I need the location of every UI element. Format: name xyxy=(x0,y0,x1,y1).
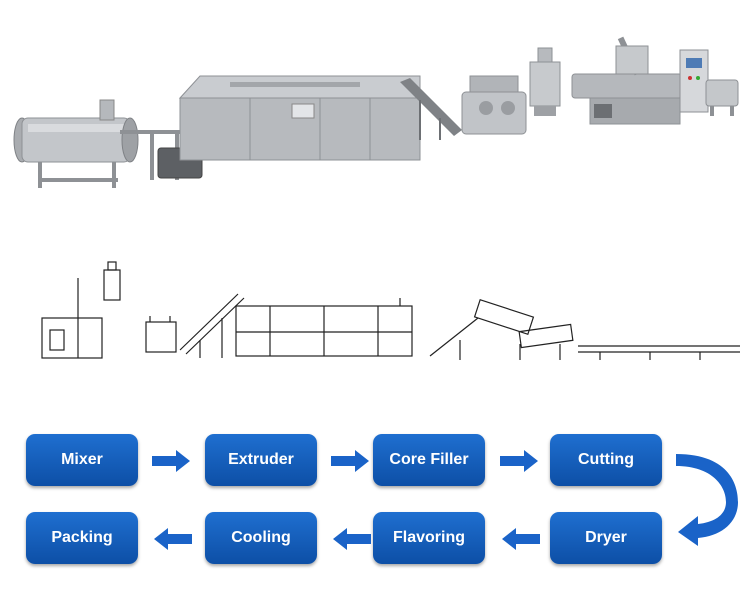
mixer-machine xyxy=(705,79,739,116)
incline-elevator xyxy=(400,78,462,140)
step-flavoring[interactable]: Flavoring xyxy=(373,512,485,564)
drawing-dryer xyxy=(235,298,413,357)
arrow-right-icon xyxy=(331,450,369,472)
drawing-extruder xyxy=(145,316,177,353)
drawing-flavoring-drum xyxy=(429,299,574,360)
arrow-right-icon xyxy=(500,450,538,472)
drawing-elevator xyxy=(179,293,245,358)
extruder xyxy=(571,36,683,125)
step-extruder[interactable]: Extruder xyxy=(205,434,317,486)
step-cooling[interactable]: Cooling xyxy=(205,512,317,564)
dryer-oven xyxy=(178,75,421,161)
step-mixer[interactable]: Mixer xyxy=(26,434,138,486)
arrow-left-icon xyxy=(502,528,540,550)
u-turn-arrow-icon xyxy=(676,454,738,546)
control-cabinet xyxy=(679,49,709,113)
drawing-conveyor xyxy=(578,345,740,360)
step-core-filler[interactable]: Core Filler xyxy=(373,434,485,486)
coating-drum xyxy=(13,99,139,188)
arrow-left-icon xyxy=(333,528,371,550)
drawing-mixer xyxy=(41,261,121,359)
cutting-machine xyxy=(461,75,527,135)
feeder-tower xyxy=(529,47,561,116)
production-line-photo xyxy=(13,36,739,188)
arrow-left-icon xyxy=(154,528,192,550)
arrow-right-icon xyxy=(152,450,190,472)
step-dryer[interactable]: Dryer xyxy=(550,512,662,564)
step-packing[interactable]: Packing xyxy=(26,512,138,564)
production-line-drawing xyxy=(41,261,740,360)
step-cutting[interactable]: Cutting xyxy=(550,434,662,486)
process-flow: Mixer Extruder Core Filler Cutting Packi… xyxy=(0,420,750,600)
